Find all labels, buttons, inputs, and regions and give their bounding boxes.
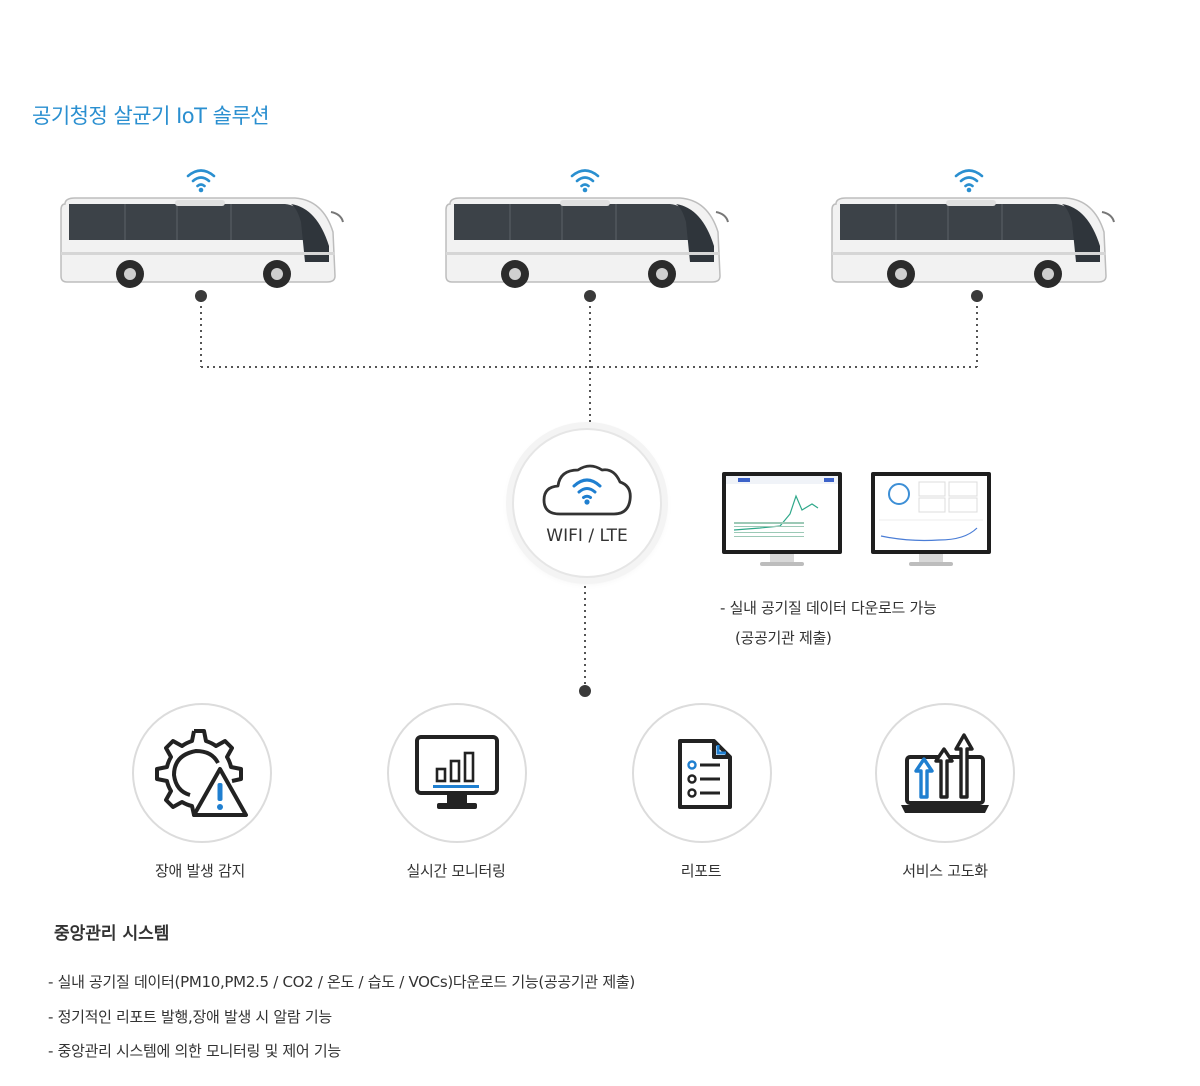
bus-image (60, 197, 344, 288)
system-item: - 실내 공기질 데이터(PM10,PM2.5 / CO2 / 온도 / 습도 … (48, 973, 635, 991)
feature-report (632, 703, 772, 843)
wifi-signal-icon (186, 169, 216, 193)
feature-label: 리포트 (680, 862, 722, 880)
feature-node-dot (579, 685, 591, 697)
network-node: WIFI / LTE (512, 428, 662, 578)
system-item: - 중앙관리 시스템에 의한 모니터링 및 제어 기능 (48, 1042, 341, 1060)
system-title: 중앙관리 시스템 (54, 924, 170, 944)
wifi-signal-icon (570, 169, 600, 193)
download-note-line2: (공공기관 제출) (735, 629, 832, 647)
bus-image (445, 197, 729, 288)
wifi-signal-icon (954, 169, 984, 193)
dashboard-monitor-image (871, 472, 991, 566)
feature-label: 서비스 고도화 (902, 862, 988, 880)
feature-label: 실시간 모니터링 (406, 862, 506, 880)
feature-realtime-monitoring (387, 703, 527, 843)
laptop-growth-icon (901, 733, 989, 813)
system-item: - 정기적인 리포트 발행,장애 발생 시 알람 기능 (48, 1008, 332, 1026)
feature-fault-detection (132, 703, 272, 843)
report-document-icon (678, 739, 732, 809)
monitor-chart-icon (415, 735, 499, 809)
page-title: 공기청정 살균기 IoT 솔루션 (32, 104, 270, 128)
cloud-wifi-icon (542, 464, 632, 516)
feature-service-advancement (875, 703, 1015, 843)
feature-label: 장애 발생 감지 (155, 862, 245, 880)
network-label: WIFI / LTE (546, 526, 628, 546)
download-note-line1: - 실내 공기질 데이터 다운로드 가능 (720, 599, 937, 617)
gear-warning-icon (155, 729, 248, 817)
bus-image (831, 197, 1115, 288)
dashboard-monitor-image (722, 472, 842, 566)
